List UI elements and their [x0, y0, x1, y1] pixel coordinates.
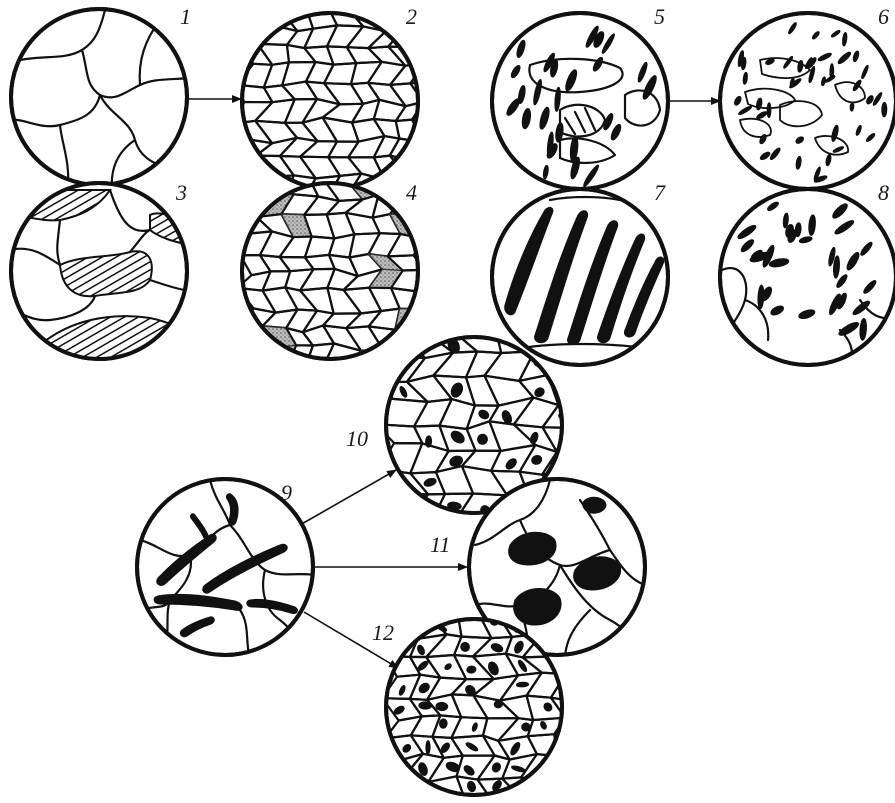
grain [547, 756, 583, 782]
dark-particle [559, 379, 569, 395]
grain [385, 777, 418, 800]
node-9 [137, 479, 315, 660]
node-8 [720, 189, 895, 365]
grain [395, 327, 424, 346]
grain [418, 270, 447, 292]
grain [348, 368, 378, 388]
grain [419, 161, 447, 181]
grain [240, 177, 272, 202]
dark-particle [426, 741, 430, 755]
grain [429, 798, 465, 803]
grain [555, 656, 586, 679]
globule [583, 497, 606, 513]
dark-particle [560, 785, 571, 797]
dark-particle [439, 719, 448, 729]
label-10: 10 [346, 426, 368, 451]
grain [374, 344, 407, 369]
dark-particle [402, 340, 410, 349]
label-9: 9 [281, 480, 292, 505]
grain [521, 777, 559, 801]
node-1 [10, 9, 190, 190]
label-6: 6 [878, 4, 889, 29]
dark-particle [564, 742, 573, 754]
grain [414, 309, 447, 328]
dark-particle [416, 783, 428, 799]
needle [767, 103, 771, 118]
grain [286, 368, 313, 388]
dark-particle [516, 682, 528, 687]
dark-particle [436, 702, 448, 711]
node-7 [492, 189, 668, 365]
label-2: 2 [406, 4, 417, 29]
label-12: 12 [372, 620, 394, 645]
grain [415, 214, 448, 239]
label-4: 4 [406, 180, 417, 205]
grain [418, 289, 447, 309]
grain [418, 194, 449, 215]
needle [882, 102, 887, 116]
dark-particle [559, 764, 571, 776]
grain [238, 178, 271, 198]
dark-particle [556, 459, 573, 467]
node-3 [10, 183, 200, 370]
grain [419, 142, 443, 162]
grain [235, 349, 268, 365]
dark-particle [565, 659, 576, 670]
grain [418, 175, 447, 198]
grain [502, 795, 535, 803]
label-5: 5 [654, 4, 665, 29]
grain [456, 798, 490, 803]
grain [414, 238, 448, 257]
grain [415, 178, 445, 202]
grain [380, 519, 428, 539]
grain [407, 797, 438, 803]
gray-phase-grain [235, 363, 270, 386]
needle [850, 102, 854, 111]
label-7: 7 [654, 180, 666, 205]
grain [260, 364, 290, 387]
dark-particle [391, 763, 406, 778]
grain [410, 47, 451, 64]
node-5 [492, 13, 668, 189]
label-11: 11 [430, 532, 450, 557]
grain [412, 5, 445, 30]
arrow-9-to-10 [300, 470, 396, 525]
grain [384, 797, 417, 803]
dark-particle [562, 698, 576, 712]
label-1: 1 [180, 4, 191, 29]
dark-particle [396, 782, 402, 794]
node-6 [720, 13, 895, 189]
dark-particle [563, 680, 575, 690]
label-8: 8 [878, 180, 889, 205]
grain [324, 365, 361, 385]
grain [415, 195, 445, 215]
grain [234, 5, 275, 25]
dark-particle [420, 521, 432, 533]
needle [830, 64, 834, 80]
grain [547, 782, 586, 801]
label-3: 3 [175, 180, 187, 205]
grain [305, 365, 334, 388]
